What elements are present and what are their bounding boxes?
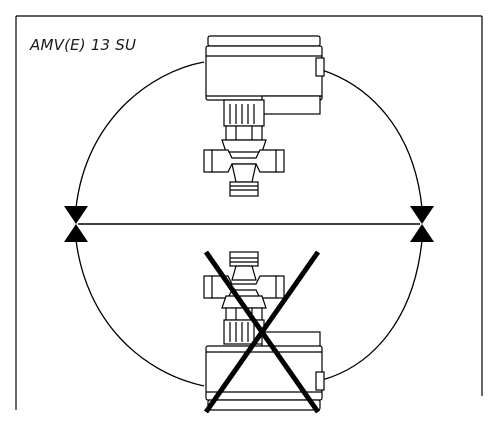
lower-arc-left <box>75 239 205 387</box>
bowtie-valve-symbol-icon <box>410 206 434 242</box>
bowtie-valve-symbol-icon <box>64 206 88 242</box>
cross-out-icon <box>203 250 321 414</box>
actuator-valve-upright-icon <box>203 35 325 197</box>
upper-arc <box>75 61 205 209</box>
model-label: AMV(E) 13 SU <box>30 36 137 54</box>
upper-arc-right <box>321 69 423 209</box>
lower-arc-right <box>321 239 423 381</box>
